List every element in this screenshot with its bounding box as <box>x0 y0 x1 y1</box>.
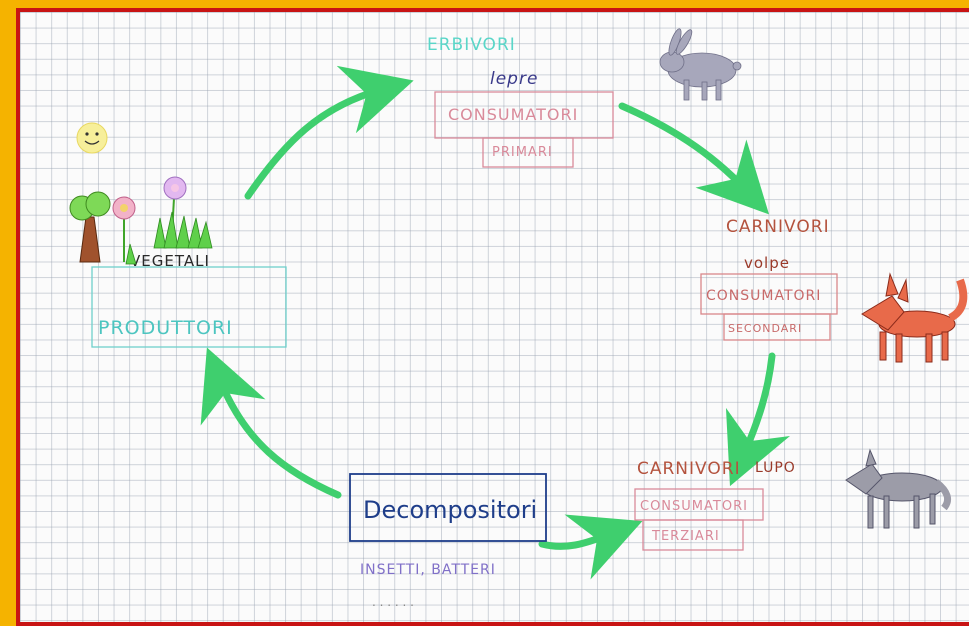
decomposers-dots: . . . . . . <box>372 595 414 609</box>
tertiary-title: CARNIVORI <box>637 459 741 479</box>
food-chain-diagram: ERBIVORI lepre CONSUMATORI PRIMARI CARNI… <box>69 28 968 609</box>
tertiary-role-line1: CONSUMATORI <box>640 499 748 514</box>
herbivores-sub-box <box>482 137 574 168</box>
sun-icon <box>76 122 108 154</box>
herbivores-animal: lepre <box>490 69 538 89</box>
secondary-role-line2: SECONDARI <box>728 322 802 335</box>
flower-icon <box>112 176 187 262</box>
secondary-title: CARNIVORI <box>726 217 830 237</box>
tertiary-role-line2: TERZIARI <box>651 529 720 544</box>
decomposers-role: Decompositori <box>363 496 537 524</box>
decomposers-examples: INSETTI, BATTERI <box>360 562 496 578</box>
secondary-animal: volpe <box>744 254 790 272</box>
arrow-secondary-to-tertiary <box>725 352 791 487</box>
producers-role: PRODUTTORI <box>98 317 233 339</box>
arrow-decomposers-to-tertiary <box>538 514 643 580</box>
secondary-sub-box <box>723 313 831 341</box>
arrow-producers-to-herbivores <box>244 65 414 200</box>
herbivores-role-line1: CONSUMATORI <box>448 105 578 124</box>
producers-box <box>91 266 287 348</box>
arrow-herbivores-to-secondary <box>618 102 770 215</box>
herbivores-role-line2: PRIMARI <box>492 145 553 160</box>
hare-icon <box>659 28 742 101</box>
decomposers-box <box>349 473 547 542</box>
fox-icon <box>861 272 968 363</box>
producers-title: VEGETALI <box>130 252 210 270</box>
tertiary-animal: LUPO <box>755 460 796 476</box>
arrow-decomposers-to-producers <box>200 347 342 499</box>
grid-paper: ERBIVORI lepre CONSUMATORI PRIMARI CARNI… <box>16 8 969 626</box>
grass-icon <box>125 211 213 265</box>
secondary-role-line1: CONSUMATORI <box>706 288 821 304</box>
tree-icon <box>69 191 111 263</box>
wolf-icon <box>845 448 952 529</box>
tertiary-sub-box <box>642 519 744 551</box>
herbivores-title: ERBIVORI <box>427 35 516 55</box>
